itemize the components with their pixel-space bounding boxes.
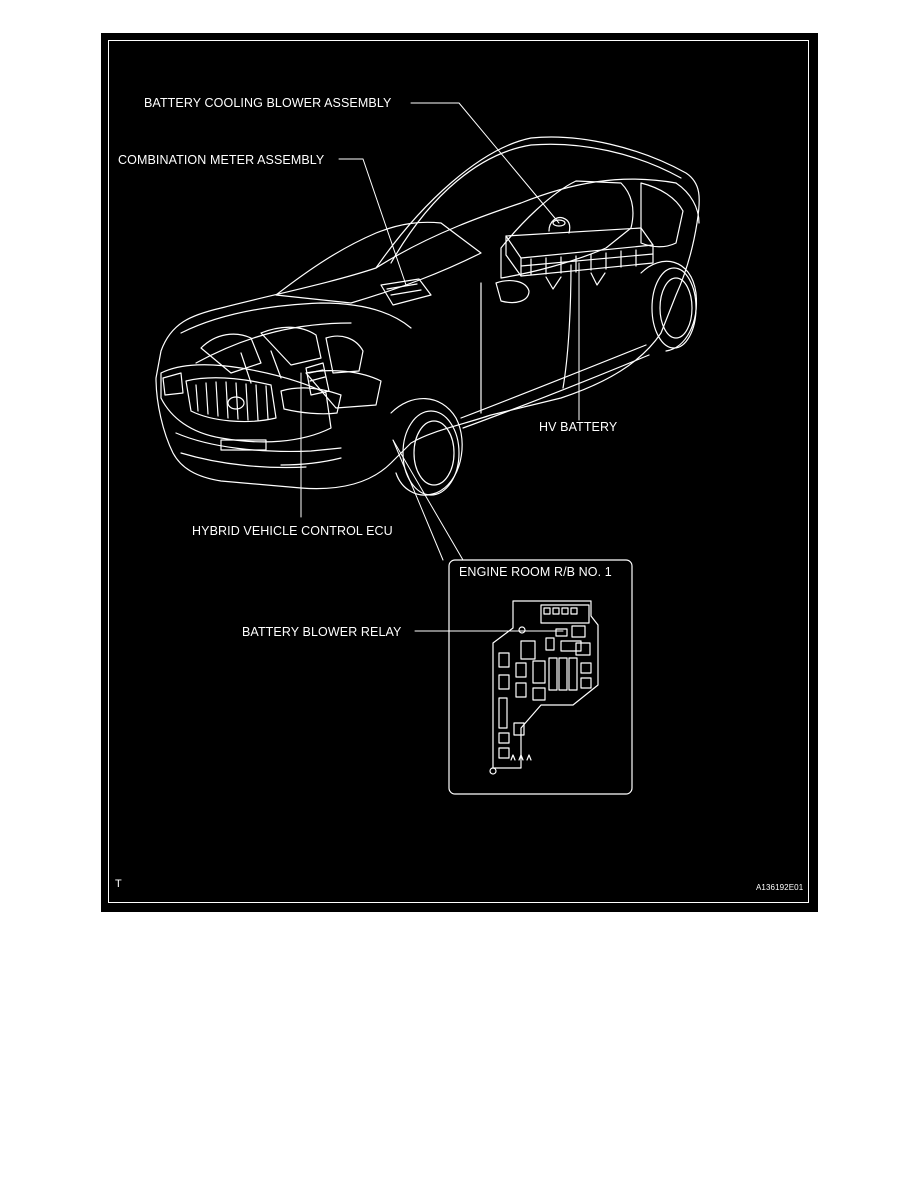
car-body bbox=[155, 136, 700, 496]
leader-rb-right bbox=[392, 439, 464, 561]
label-hybrid-vehicle-control-ecu: HYBRID VEHICLE CONTROL ECU bbox=[192, 524, 393, 538]
diagram-figure: BATTERY COOLING BLOWER ASSEMBLY COMBINAT… bbox=[101, 33, 818, 912]
label-hv-battery: HV BATTERY bbox=[539, 420, 618, 434]
rb-callout-box bbox=[448, 559, 633, 795]
hv-battery-shape bbox=[505, 216, 654, 290]
label-engine-room-rb-no1: ENGINE ROOM R/B NO. 1 bbox=[459, 565, 612, 579]
leader-rb-left bbox=[392, 439, 444, 561]
combination-meter-shape bbox=[380, 278, 432, 306]
leader-combination-meter bbox=[338, 158, 407, 286]
corner-mark: T bbox=[115, 878, 122, 890]
engine-room-rb-diagram bbox=[448, 559, 633, 795]
label-battery-cooling-blower-assembly: BATTERY COOLING BLOWER ASSEMBLY bbox=[144, 96, 392, 110]
diagram-frame bbox=[108, 40, 809, 903]
label-combination-meter-assembly: COMBINATION METER ASSEMBLY bbox=[118, 153, 325, 167]
hybrid-ecu-shape bbox=[305, 362, 330, 396]
vehicle-illustration bbox=[155, 102, 700, 795]
label-battery-blower-relay: BATTERY BLOWER RELAY bbox=[242, 625, 402, 639]
leader-battery-cooling-blower bbox=[410, 102, 560, 224]
leader-lines bbox=[300, 102, 580, 632]
figure-code: A136192E01 bbox=[756, 883, 804, 892]
